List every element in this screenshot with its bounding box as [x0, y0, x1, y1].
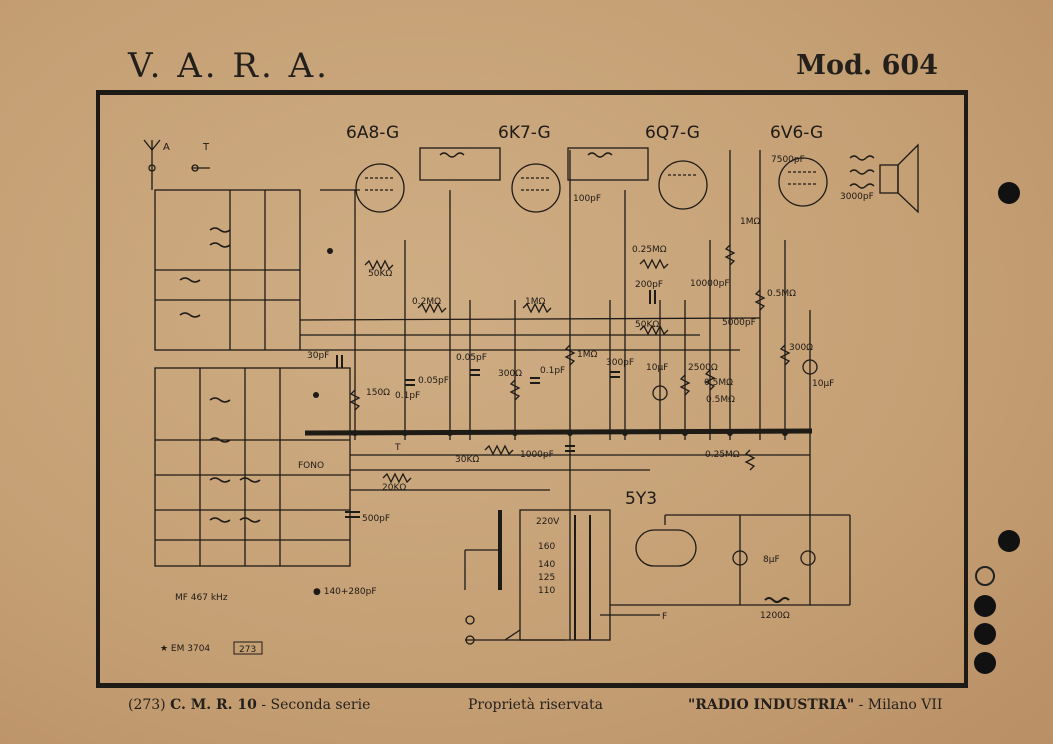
- footer-series-rest: - Seconda serie: [256, 697, 371, 713]
- footer-series-bold: C. M. R. 10: [170, 697, 257, 713]
- label-c-005: 0.05pF: [418, 376, 449, 386]
- note-mf: MF 467 kHz: [175, 593, 228, 603]
- note-em-code: ★ EM 3704: [160, 644, 210, 654]
- footer-company-name: "RADIO INDUSTRIA": [688, 697, 855, 713]
- label-c-8uf: 8μF: [763, 555, 780, 565]
- binder-hole: [975, 566, 995, 586]
- label-f: F: [662, 612, 667, 622]
- ground-bus: [304, 428, 813, 436]
- label-c-7500pf: 7500pF: [771, 155, 805, 165]
- voltage-160: 160: [538, 542, 555, 552]
- binder-hole: [998, 530, 1020, 552]
- label-c-100pf: 100pF: [573, 194, 601, 204]
- label-r-02m: 0.2MΩ: [412, 297, 441, 307]
- tube-label-6k7g: 6K7-G: [498, 123, 551, 143]
- label-c-10000pf: 10000pF: [690, 279, 730, 289]
- tube-6a8g-symbol: [355, 163, 405, 213]
- antenna-label-t: T: [202, 142, 210, 153]
- label-r-2500: 2500Ω: [688, 363, 718, 373]
- antenna-label-a: A: [163, 142, 170, 153]
- footer-series-num: (273): [128, 697, 166, 713]
- tube-6q7g-symbol: [658, 160, 708, 210]
- tube-label-6a8g: 6A8-G: [346, 123, 399, 143]
- label-c-500pf: 500pF: [362, 514, 390, 524]
- footer-rights: Proprietà riservata: [468, 697, 603, 713]
- binder-hole: [974, 623, 996, 645]
- tube-6v6g-symbol: [778, 157, 828, 207]
- label-r-50k-b: 50KΩ: [635, 320, 659, 330]
- label-r-025m-a: 0.25MΩ: [632, 245, 667, 255]
- label-r-05m-a: 0.5MΩ: [767, 289, 796, 299]
- voltage-220: 220V: [536, 517, 560, 527]
- voltage-140: 140: [538, 560, 555, 570]
- footer-series: (273) C. M. R. 10 - Seconda serie: [128, 697, 370, 713]
- note-em-box: 273: [239, 645, 256, 655]
- tube-label-6q7g: 6Q7-G: [645, 123, 700, 143]
- label-r-05m-c: 0.5MΩ: [706, 395, 735, 405]
- label-r-025m-b: 0.25MΩ: [705, 450, 740, 460]
- binder-hole: [974, 652, 996, 674]
- footer-city: - Milano VII: [854, 697, 943, 713]
- tube-6k7g-symbol: [511, 163, 561, 213]
- binder-hole: [974, 595, 996, 617]
- label-c-300pf: 300pF: [606, 358, 634, 368]
- label-r-05m-b: 0.5MΩ: [704, 378, 733, 388]
- label-r-150: 150Ω: [366, 388, 390, 398]
- label-r-1m-side: 1MΩ: [577, 350, 597, 360]
- label-r-20k: 20KΩ: [382, 483, 406, 493]
- tube-label-5y3: 5Y3: [625, 489, 657, 509]
- label-c-10uf-b: 10μF: [812, 379, 834, 389]
- voltage-125: 125: [538, 573, 555, 583]
- label-c-10uf-a: 10μF: [646, 363, 668, 373]
- tube-label-6v6g: 6V6-G: [770, 123, 823, 143]
- label-c-200pf: 200pF: [635, 280, 663, 290]
- note-trimmer: ● 140+280pF: [313, 587, 377, 597]
- label-c-01a: 0.1pF: [395, 391, 420, 401]
- tube-5y3-symbol: [635, 529, 697, 567]
- label-r-1200: 1200Ω: [760, 611, 790, 621]
- label-r-1m-v: 1MΩ: [740, 217, 760, 227]
- binder-hole: [998, 182, 1020, 204]
- label-r-1m-top: 1MΩ: [525, 297, 545, 307]
- label-c-3000pf: 3000pF: [840, 192, 874, 202]
- model-number: Mod. 604: [796, 50, 938, 81]
- label-r-30k: 30KΩ: [455, 455, 479, 465]
- label-c-30pf: 30pF: [307, 351, 329, 361]
- brand-title: V. A. R. A.: [128, 46, 330, 86]
- label-c-005b: 0.05pF: [456, 353, 487, 363]
- label-r-300b: 300Ω: [789, 343, 813, 353]
- footer-company: "RADIO INDUSTRIA" - Milano VII: [688, 697, 942, 713]
- label-c-5000pf: 5000pF: [722, 318, 756, 328]
- label-fono: FONO: [298, 461, 324, 471]
- label-t-ground: T: [394, 443, 401, 453]
- voltage-110: 110: [538, 586, 555, 596]
- label-r-300: 300Ω: [498, 369, 522, 379]
- label-r-50k: 50KΩ: [368, 269, 392, 279]
- label-c-01b: 0.1pF: [540, 366, 565, 376]
- label-c-1000pf: 1000pF: [520, 450, 554, 460]
- diagram-frame: [96, 90, 968, 688]
